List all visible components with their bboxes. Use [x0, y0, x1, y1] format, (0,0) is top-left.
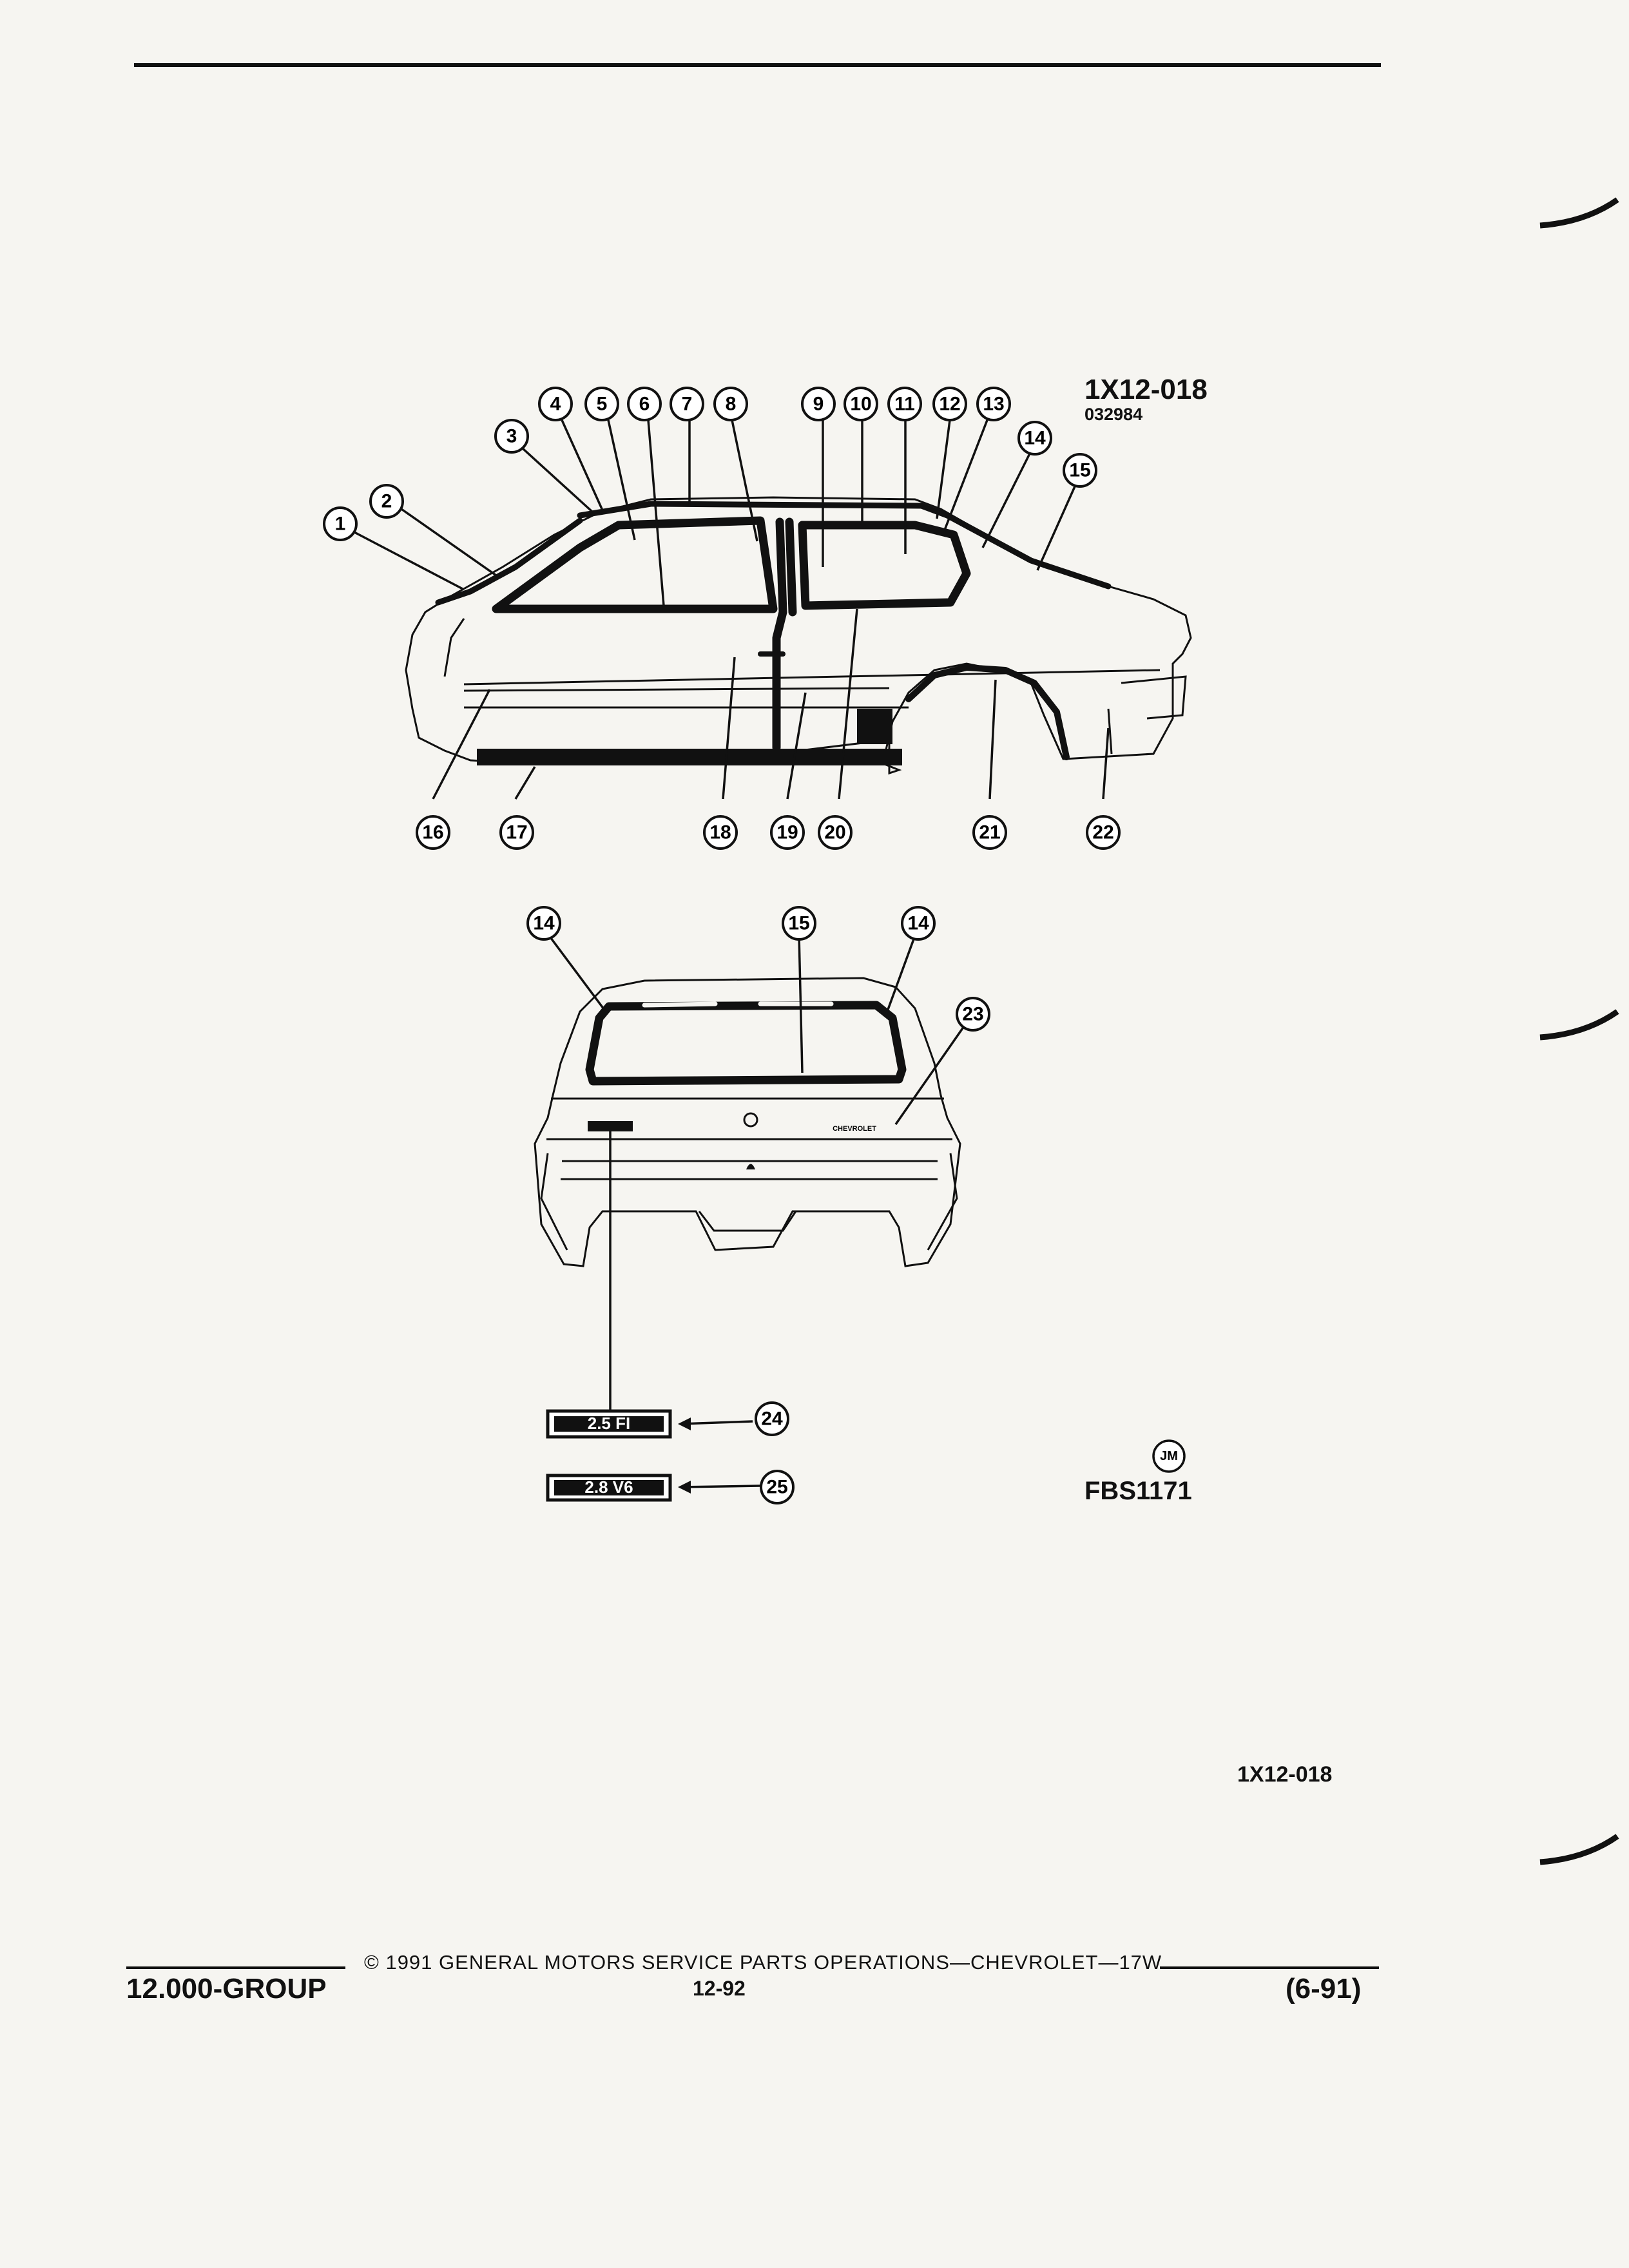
callout-20: 20 [818, 815, 853, 850]
svg-text:17: 17 [506, 822, 527, 843]
rear-view-car-body: CHEVROLET [534, 977, 961, 1267]
callout-25: 25 [760, 1470, 795, 1504]
svg-text:13: 13 [983, 394, 1004, 415]
callout-23: 23 [956, 997, 990, 1032]
svg-text:14: 14 [907, 913, 929, 934]
svg-text:4: 4 [550, 394, 561, 415]
svg-text:JM: JM [1160, 1449, 1178, 1463]
svg-text:21: 21 [979, 822, 1000, 843]
rear-callout-14-right: 14 [901, 906, 936, 941]
callout-6: 6 [627, 387, 662, 421]
svg-text:15: 15 [788, 913, 809, 934]
callout-7: 7 [670, 387, 704, 421]
footer-group: 12.000-GROUP [126, 1973, 327, 2004]
footer-page-number: 12-92 [693, 1977, 746, 2000]
svg-text:25: 25 [766, 1477, 787, 1498]
svg-text:14: 14 [1024, 428, 1046, 449]
callout-10: 10 [843, 387, 878, 421]
footer-revision: (6-91) [1286, 1973, 1362, 2004]
top-rule [134, 63, 1381, 67]
svg-text:18: 18 [709, 822, 731, 843]
emblem-24-text: 2.5 FI [588, 1414, 630, 1433]
svg-text:10: 10 [850, 394, 871, 415]
callout-19: 19 [770, 815, 805, 850]
callout-12: 12 [932, 387, 967, 421]
svg-text:15: 15 [1069, 460, 1090, 481]
svg-text:11: 11 [894, 394, 915, 415]
callout-9: 9 [801, 387, 836, 421]
svg-text:6: 6 [639, 394, 650, 415]
callout-14: 14 [1017, 421, 1052, 456]
callout-3: 3 [494, 419, 529, 454]
svg-text:20: 20 [824, 822, 845, 843]
callout-16: 16 [416, 815, 450, 850]
svg-text:14: 14 [533, 913, 555, 934]
figure-code: FBS1171 [1084, 1477, 1192, 1505]
callout-13: 13 [976, 387, 1011, 421]
emblem-25-text: 2.8 V6 [584, 1477, 633, 1497]
rear-nameplate-text: CHEVROLET [833, 1125, 876, 1133]
callout-22: 22 [1086, 815, 1121, 850]
callout-17: 17 [499, 815, 534, 850]
page-code: 1X12-018 [1237, 1762, 1333, 1787]
diagram-code: 1X12-018 [1084, 374, 1208, 405]
svg-text:16: 16 [422, 822, 443, 843]
svg-text:2: 2 [381, 491, 392, 512]
svg-text:1: 1 [335, 514, 346, 535]
footer-rule-right [1160, 1966, 1379, 1969]
side-view-car-body [405, 496, 1192, 775]
callout-24: 24 [755, 1401, 789, 1436]
side-view-leader-lines [352, 419, 1110, 800]
rear-callout-14-left: 14 [526, 906, 561, 941]
callout-15: 15 [1063, 453, 1097, 488]
callout-18: 18 [703, 815, 738, 850]
svg-text:19: 19 [776, 822, 798, 843]
callout-8: 8 [713, 387, 748, 421]
artist-mark: JM [1152, 1439, 1186, 1473]
footer-copyright: © 1991 GENERAL MOTORS SERVICE PARTS OPER… [364, 1951, 1162, 1974]
svg-text:3: 3 [506, 426, 517, 447]
svg-text:23: 23 [962, 1004, 983, 1025]
svg-text:12: 12 [939, 394, 960, 415]
svg-text:5: 5 [597, 394, 608, 415]
emblem-2-5-fi: 2.5 FI [546, 1409, 672, 1439]
svg-text:8: 8 [726, 394, 737, 415]
emblem-2-8-v6: 2.8 V6 [546, 1474, 672, 1502]
diagram-subcode: 032984 [1084, 405, 1143, 424]
rear-callout-15: 15 [782, 906, 816, 941]
footer-rule-left [126, 1966, 345, 1969]
svg-text:24: 24 [761, 1408, 783, 1430]
rear-view-leader-lines [548, 934, 967, 1494]
svg-text:7: 7 [682, 394, 693, 415]
callout-2: 2 [369, 484, 404, 519]
callout-21: 21 [972, 815, 1007, 850]
svg-text:9: 9 [813, 394, 824, 415]
callout-1: 1 [323, 506, 358, 541]
callout-4: 4 [538, 387, 573, 421]
svg-text:22: 22 [1092, 822, 1113, 843]
binder-marks [1539, 197, 1619, 1865]
callout-5: 5 [584, 387, 619, 421]
callout-11: 11 [887, 387, 922, 421]
